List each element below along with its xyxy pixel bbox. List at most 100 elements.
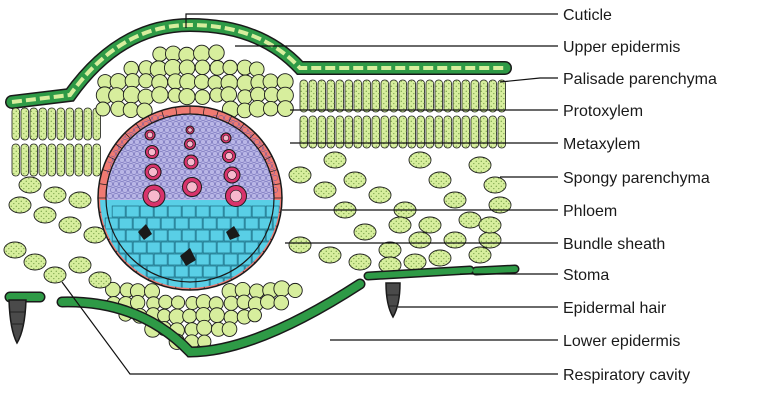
xylem-parenchyma-cell <box>257 121 263 127</box>
xylem-parenchyma-cell <box>164 139 170 145</box>
palisade-cell-dots <box>354 80 362 112</box>
xylem-parenchyma-cell <box>122 175 128 181</box>
phloem-cell <box>146 265 161 278</box>
xylem-parenchyma-cell <box>206 127 212 133</box>
spongy-cell-dots <box>409 152 431 168</box>
xylem-parenchyma-cell <box>176 127 182 133</box>
xylem-parenchyma-cell <box>206 175 212 181</box>
xylem-parenchyma-cell <box>173 133 179 139</box>
phloem-cell <box>181 277 196 288</box>
xylem-parenchyma-cell <box>200 175 206 181</box>
xylem-parenchyma-cell <box>218 127 224 133</box>
xylem-parenchyma-cell <box>158 139 164 145</box>
phloem-cell <box>209 229 224 242</box>
xylem-parenchyma-cell <box>215 193 221 199</box>
palisade-cell-dots <box>30 108 38 140</box>
midrib-cell <box>137 88 155 106</box>
sheath-cell-wall <box>257 143 265 149</box>
xylem-parenchyma-cell <box>218 115 224 121</box>
xylem-parenchyma-cell <box>194 115 200 121</box>
xylem-parenchyma-cell <box>137 133 143 139</box>
phloem-cell <box>202 265 217 278</box>
xylem-parenchyma-cell <box>239 157 245 163</box>
spongy-cell-dots <box>69 257 91 273</box>
phloem-cell <box>174 241 189 254</box>
xylem-parenchyma-cell <box>170 139 176 145</box>
xylem-parenchyma-cell <box>221 181 227 187</box>
midrib-cell <box>222 59 238 76</box>
xylem-parenchyma-cell <box>197 133 203 139</box>
xylem-parenchyma-cell <box>137 169 143 175</box>
xylem-parenchyma-cell <box>257 193 263 199</box>
xylem-parenchyma-cell <box>140 163 146 169</box>
palisade-cell-dots <box>363 80 371 112</box>
phloem-cell <box>132 241 147 254</box>
phloem-cell <box>125 205 140 218</box>
xylem-parenchyma-cell <box>131 133 137 139</box>
phloem-cell <box>223 253 238 266</box>
xylem-parenchyma-cell <box>134 139 140 145</box>
phloem-cell <box>125 253 140 266</box>
phloem-cell <box>146 241 161 254</box>
spongy-cell-dots <box>44 187 66 203</box>
xylem-parenchyma-cell <box>125 121 131 127</box>
sheath-cell-wall <box>99 183 108 186</box>
spongy-cell-dots <box>289 167 311 183</box>
palisade-cell-dots <box>498 116 506 148</box>
phloem-cell <box>160 241 175 254</box>
xylem-parenchyma-cell <box>251 145 257 151</box>
palisade-cell-dots <box>498 80 506 112</box>
xylem-parenchyma-cell <box>119 145 125 151</box>
palisade-cell-dots <box>336 116 344 148</box>
xylem-parenchyma-cell <box>116 151 122 157</box>
label-bundle-sheath: Bundle sheath <box>563 236 665 253</box>
palisade-cell-dots <box>84 108 92 140</box>
palisade-cell-dots <box>480 80 488 112</box>
xylem-parenchyma-cell <box>257 157 263 163</box>
xylem-parenchyma-cell <box>134 187 140 193</box>
xylem-parenchyma-cell <box>128 163 134 169</box>
xylem-parenchyma-cell <box>263 169 269 175</box>
xylem-parenchyma-cell <box>209 157 215 163</box>
epidermal-hair-right <box>385 282 401 319</box>
palisade-cell-dots <box>390 116 398 148</box>
xylem-parenchyma-cell <box>239 181 245 187</box>
palisade-cell-dots <box>21 144 29 176</box>
xylem-parenchyma-cell <box>122 187 128 193</box>
xylem-parenchyma-cell <box>254 151 260 157</box>
xylem-parenchyma-cell <box>254 187 260 193</box>
label-cuticle: Cuticle <box>563 7 612 24</box>
xylem-parenchyma-cell <box>113 193 119 199</box>
xylem-parenchyma-cell <box>212 163 218 169</box>
xylem-parenchyma-cell <box>206 151 212 157</box>
sheath-cell-wall <box>215 110 219 119</box>
xylem-parenchyma-cell <box>197 145 203 151</box>
companion-cell <box>180 248 196 266</box>
palisade-cell-dots <box>12 108 20 140</box>
palisade-cell-dots <box>48 108 56 140</box>
xylem-parenchyma-cell <box>263 193 269 199</box>
phloem-cell <box>132 217 147 230</box>
phloem-cell <box>209 205 224 218</box>
phloem-cell <box>167 277 182 288</box>
sheath-cell-wall <box>175 107 178 116</box>
midrib-cell <box>151 86 169 104</box>
xylem-parenchyma-cell <box>110 175 116 181</box>
phloem-cell <box>139 205 154 218</box>
xylem-parenchyma-cell <box>209 145 215 151</box>
xylem-parenchyma-cell <box>197 121 203 127</box>
sheath-cell-wall <box>161 110 165 119</box>
xylem-parenchyma-cell <box>203 169 209 175</box>
xylem-parenchyma-cell <box>137 181 143 187</box>
xylem-parenchyma-cell <box>107 133 113 139</box>
palisade-cell-dots <box>300 116 308 148</box>
xylem-parenchyma-cell <box>107 169 113 175</box>
midrib-cell <box>273 280 291 298</box>
xylem-parenchyma-cell <box>125 193 131 199</box>
phloem-cell <box>202 241 217 254</box>
xylem-parenchyma-cell <box>269 193 275 199</box>
label-protoxylem: Protoxylem <box>563 103 643 120</box>
midrib-cell <box>273 294 289 311</box>
xylem-parenchyma-cell <box>170 127 176 133</box>
xylem-parenchyma-cell <box>134 163 140 169</box>
